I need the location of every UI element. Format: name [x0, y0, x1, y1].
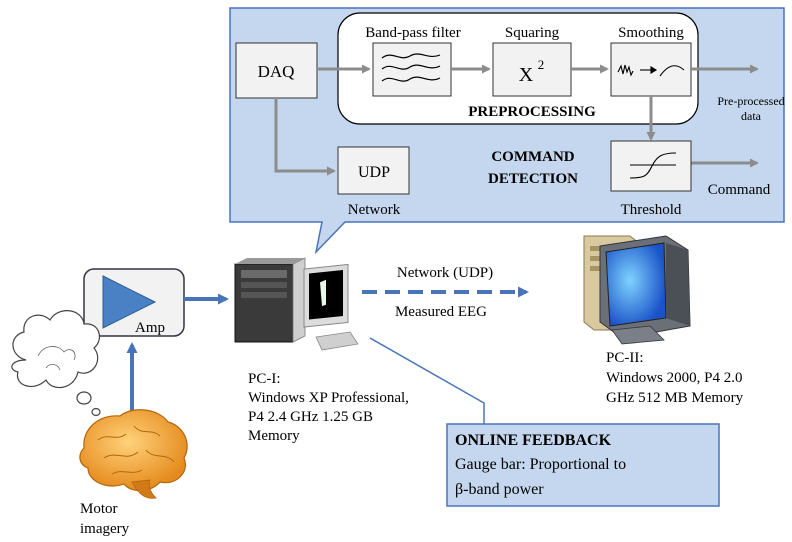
udp-label: UDP — [358, 164, 390, 181]
command-detection-title-1: COMMAND — [491, 149, 574, 165]
online-feedback-line-2: β-band power — [455, 481, 544, 498]
command-detection-title-2: DETECTION — [488, 171, 578, 187]
smoothing-label: Smoothing — [618, 25, 684, 41]
pc1-computer-icon — [234, 257, 359, 351]
daq-box — [235, 42, 318, 99]
online-feedback-box — [446, 423, 720, 507]
preprocessed-data-label-2: data — [741, 109, 762, 123]
daq-label: DAQ — [258, 62, 295, 81]
squaring-label: Squaring — [505, 25, 560, 41]
preprocessed-data-label-1: Pre-processed — [717, 94, 784, 108]
motor-imagery-label-1: Motor — [80, 501, 118, 517]
squaring-exponent: 2 — [538, 57, 545, 72]
smoothing-icon — [617, 64, 685, 77]
pc2-computer-icon — [583, 235, 691, 345]
command-label: Command — [708, 182, 771, 198]
thought-bubble-icon — [11, 310, 101, 417]
pc1-spec-line-4: Memory — [248, 428, 300, 444]
pc2-spec-line-2: Windows 2000, P4 2.0 — [606, 370, 743, 386]
threshold-label: Threshold — [621, 202, 682, 218]
pc1-spec-line-3: P4 2.4 GHz 1.25 GB — [248, 409, 373, 425]
feedback-connector-line — [369, 337, 485, 424]
threshold-box — [610, 140, 692, 192]
bandpass-box — [372, 42, 452, 97]
preprocessing-title: PREPROCESSING — [468, 104, 596, 120]
threshold-icon — [629, 152, 677, 179]
online-feedback-title: ONLINE FEEDBACK — [455, 432, 612, 449]
online-feedback-line-1: Gauge bar: Proportional to — [455, 456, 626, 473]
pc2-spec-line-1: PC-II: — [606, 350, 644, 366]
network-udp-label: Network (UDP) — [397, 265, 493, 281]
amp-triangle-icon — [102, 275, 157, 329]
bandpass-label: Band-pass filter — [365, 25, 460, 41]
pc1-spec-line-1: PC-I: — [248, 371, 281, 387]
squaring-symbol: X — [519, 64, 534, 86]
motor-imagery-label-2: imagery — [80, 521, 130, 537]
pc1-spec-line-2: Windows XP Professional, — [248, 390, 409, 406]
network-label: Network — [348, 202, 401, 218]
squaring-box — [492, 42, 572, 97]
bandpass-wave-icon — [381, 53, 441, 82]
dsp-flow-arrows — [274, 64, 759, 176]
brain-icon — [79, 409, 188, 499]
udp-box — [337, 146, 410, 195]
measured-eeg-label: Measured EEG — [395, 304, 487, 320]
amp-label: Amp — [135, 320, 165, 336]
pc2-spec-line-3: GHz 512 MB Memory — [606, 390, 744, 406]
